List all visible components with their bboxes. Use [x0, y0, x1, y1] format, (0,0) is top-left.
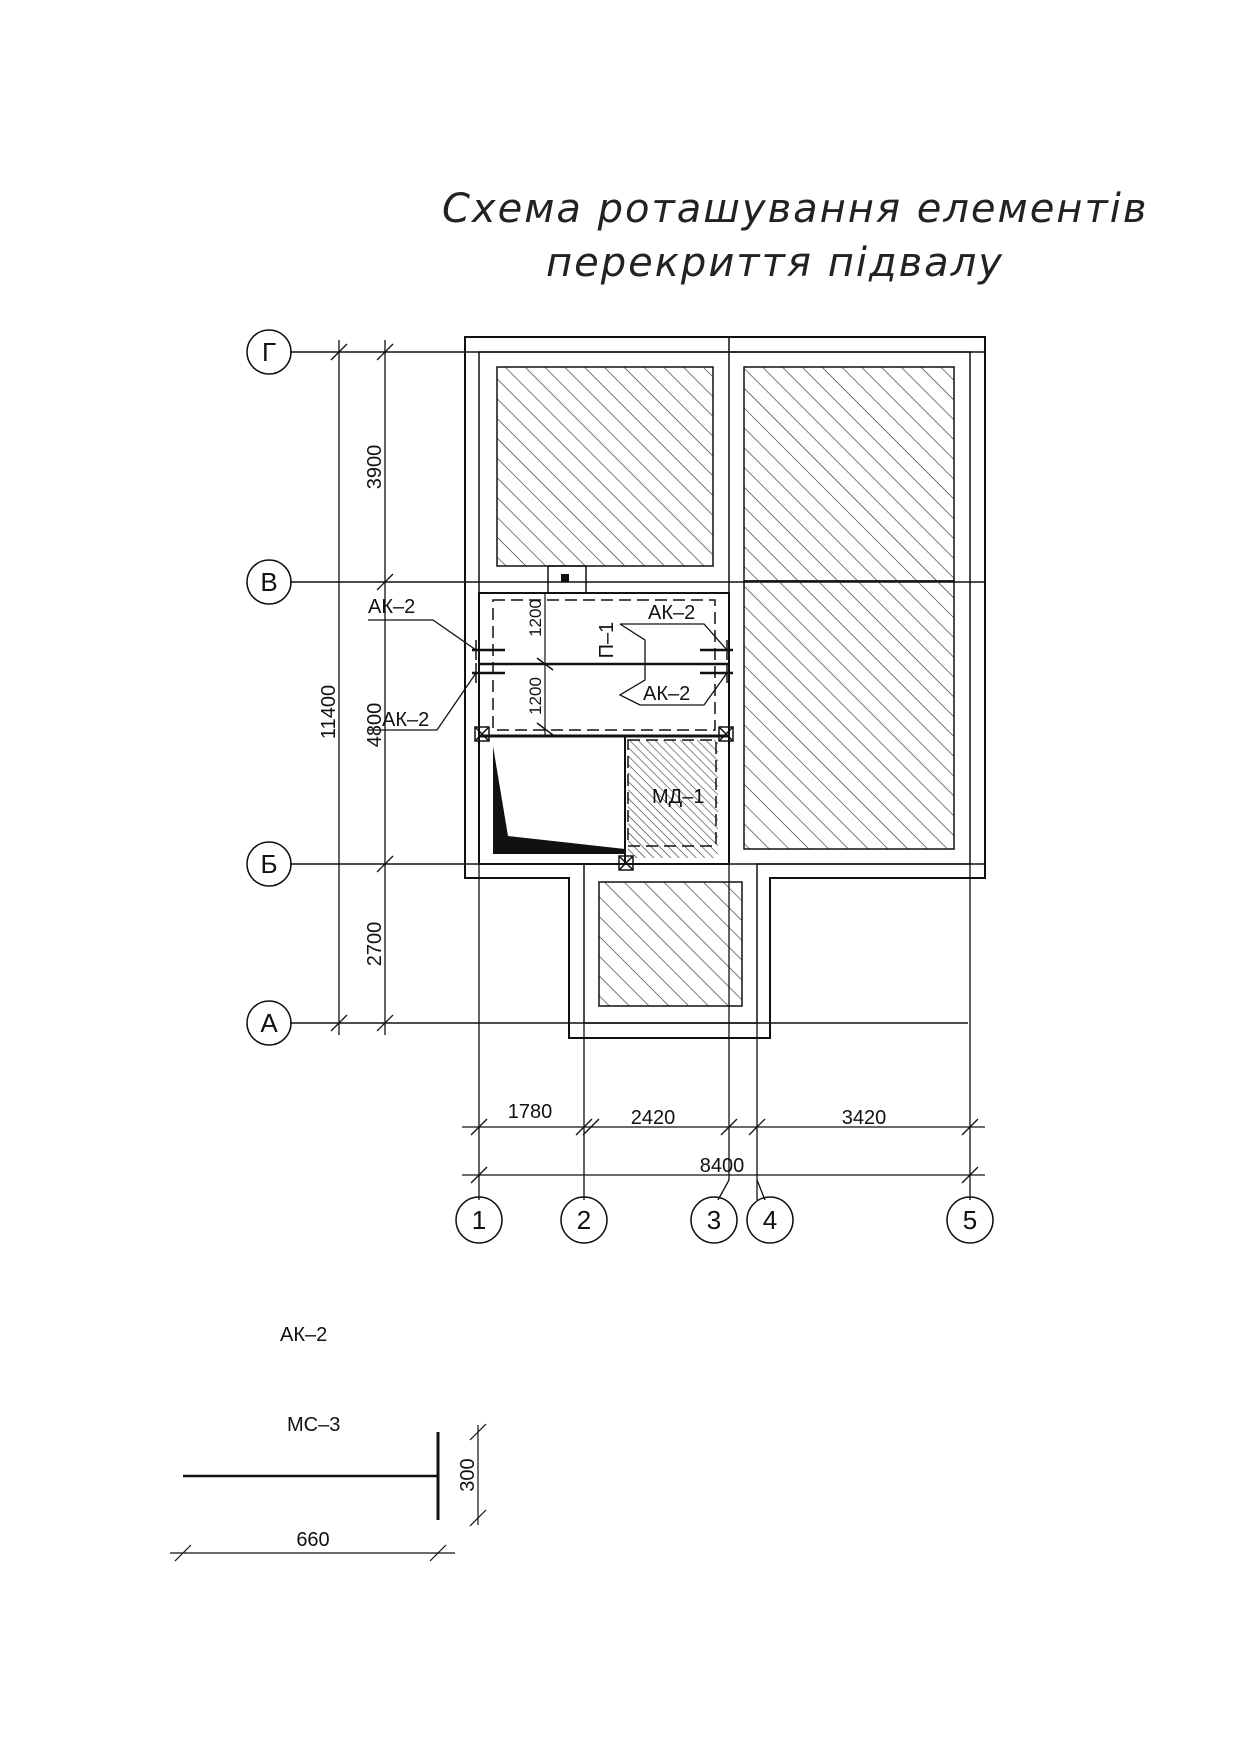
stair-opening: [478, 565, 730, 865]
slab-panel-bottom: [598, 881, 743, 1007]
label-ak2-lower-left: АК–2: [382, 709, 429, 731]
column-axis-label-3: 3: [707, 1205, 721, 1235]
dim-horizontal-3420: 3420: [842, 1107, 887, 1129]
label-ak2-lower-right: АК–2: [643, 683, 690, 705]
row-axis-label-a: А: [260, 1008, 278, 1038]
label-p1: П–1: [596, 622, 618, 659]
column-axis-label-1: 1: [472, 1205, 486, 1235]
row-axis-label-v: В: [260, 567, 277, 597]
slab-panel-md1: [628, 740, 718, 858]
detail-dim-660: 660: [296, 1529, 329, 1551]
slab-panel-top-right: [743, 366, 955, 582]
hatched-slab-panels: [496, 366, 955, 1007]
dim-horizontal-1780: 1780: [508, 1101, 553, 1123]
column-axis-markers: 1 2 3 4 5: [455, 1196, 994, 1244]
label-ak2-upper-left: АК–2: [368, 596, 415, 618]
dim-inner-1200-top: 1200: [526, 599, 545, 637]
column-grid-lines: [478, 864, 971, 1200]
dim-horizontal-total: 8400: [700, 1155, 745, 1177]
vertical-dimension-lines: [330, 340, 394, 1035]
row-axis-label-b: Б: [260, 849, 277, 879]
label-md1: МД–1: [652, 786, 704, 808]
dim-vertical-2700: 2700: [364, 922, 386, 967]
detail-mc3-drawing: [170, 1423, 487, 1562]
detail-title-ak2: АК–2: [280, 1324, 327, 1346]
dim-vertical-4800: 4800: [364, 703, 386, 748]
column-axis-label-2: 2: [577, 1205, 591, 1235]
column-axis-label-4: 4: [763, 1205, 777, 1235]
dim-horizontal-2420: 2420: [631, 1107, 676, 1129]
row-axis-label-g: Г: [262, 337, 276, 367]
detail-subtitle-mc3: МС–3: [287, 1414, 340, 1436]
column-axis-label-5: 5: [963, 1205, 977, 1235]
horizontal-dimension-lines: [462, 1118, 985, 1201]
slab-panel-right-lower: [743, 580, 955, 850]
slab-panel-top-left: [496, 366, 714, 567]
drawing-title-line-1: Схема роташування елементів: [442, 186, 1148, 232]
dim-inner-1200-bottom: 1200: [526, 677, 545, 715]
drawing-title-line-2: перекриття підвалу: [546, 240, 1004, 286]
label-ak2-upper-right: АК–2: [648, 602, 695, 624]
row-axis-markers: Г В Б А: [246, 329, 292, 1046]
label-leaders: [368, 619, 728, 731]
detail-dim-300: 300: [457, 1458, 479, 1491]
dim-vertical-3900: 3900: [364, 445, 386, 490]
dim-vertical-total: 11400: [318, 685, 340, 739]
